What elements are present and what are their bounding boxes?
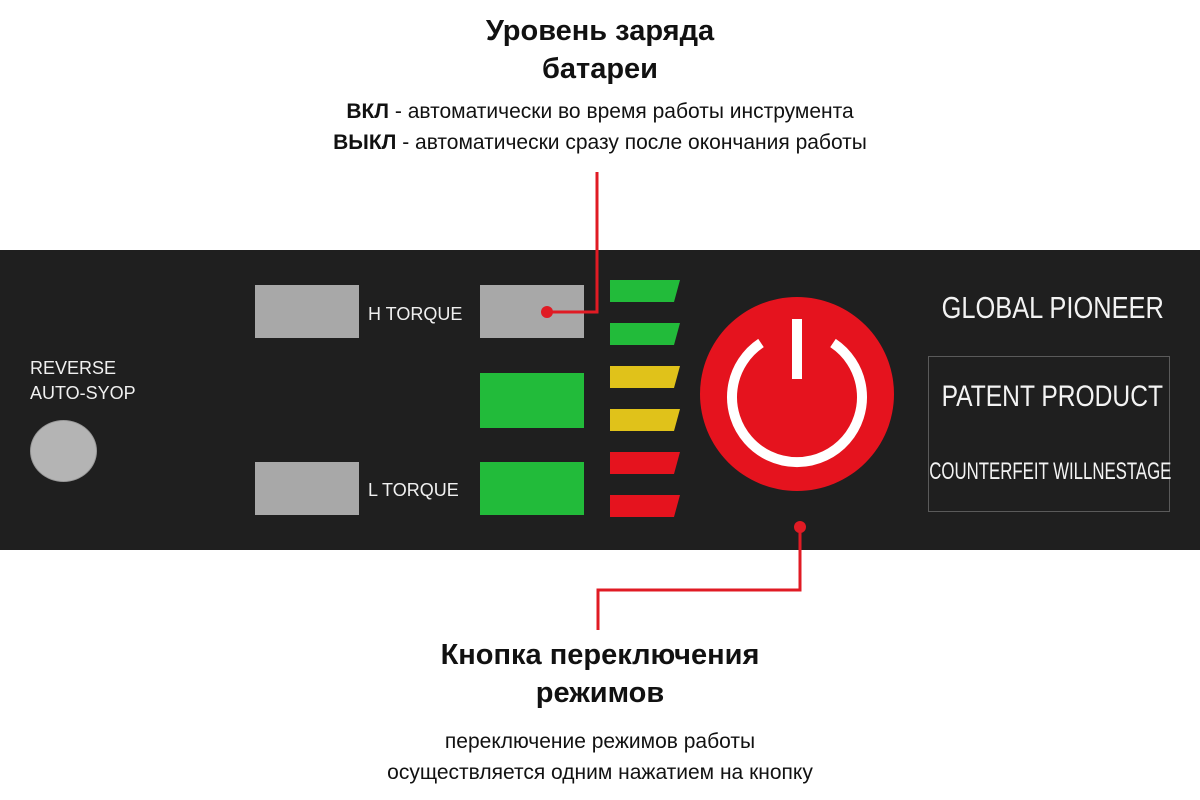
- battery-led-bar: [610, 280, 680, 517]
- reverse-button[interactable]: [30, 420, 97, 482]
- reverse-label: REVERSE AUTO-SYOP: [30, 356, 136, 406]
- l-torque-label: L TORQUE: [368, 480, 459, 500]
- battery-led-1: [610, 280, 680, 302]
- battery-on-line: ВКЛ - автоматически во время работы инст…: [200, 96, 1000, 127]
- mode-button-title: Кнопка переключения режимов: [350, 636, 850, 712]
- on-text: - автоматически во время работы инструме…: [389, 100, 854, 123]
- battery-level-description: ВКЛ - автоматически во время работы инст…: [200, 96, 1000, 158]
- off-text: - автоматически сразу после окончания ра…: [396, 131, 867, 154]
- on-term: ВКЛ: [346, 100, 390, 123]
- battery-led-5: [610, 452, 680, 474]
- battery-title-line2: батареи: [541, 53, 659, 85]
- l-torque-indicator: [480, 462, 584, 515]
- mode-title-line2: режимов: [535, 677, 665, 709]
- mode-title-line1: Кнопка переключения: [440, 639, 760, 671]
- power-icon: [727, 319, 867, 468]
- brand-name: GLOBAL PIONEER: [941, 290, 1164, 325]
- mid-torque-indicator: [480, 373, 584, 428]
- h-torque-left-pad: [255, 285, 359, 338]
- battery-level-title: Уровень заряда батареи: [400, 12, 800, 88]
- mode-switch-button[interactable]: [700, 297, 894, 491]
- off-term: ВЫКЛ: [333, 131, 397, 154]
- battery-off-line: ВЫКЛ - автоматически сразу после окончан…: [200, 127, 1000, 158]
- mode-desc-line1: переключение режимов работы: [444, 730, 756, 753]
- battery-led-4: [610, 409, 680, 431]
- mode-button-description: переключение режимов работы осуществляет…: [300, 726, 900, 788]
- control-panel: [0, 250, 1200, 550]
- brand-box: [928, 356, 1170, 512]
- h-torque-indicator: [480, 285, 584, 338]
- battery-led-3: [610, 366, 680, 388]
- reverse-label-line2: AUTO-SYOP: [30, 383, 136, 403]
- l-torque-left-pad: [255, 462, 359, 515]
- battery-led-6: [610, 495, 680, 517]
- mode-desc-line2: осуществляется одним нажатием на кнопку: [387, 761, 813, 784]
- battery-led-2: [610, 323, 680, 345]
- h-torque-label: H TORQUE: [368, 304, 463, 324]
- reverse-label-line1: REVERSE: [30, 358, 117, 378]
- patent-text: PATENT PRODUCT: [941, 380, 1163, 413]
- battery-title-line1: Уровень заряда: [485, 15, 715, 47]
- counterfeit-text: COUNTERFEIT WILLNESTAGE: [929, 458, 1172, 485]
